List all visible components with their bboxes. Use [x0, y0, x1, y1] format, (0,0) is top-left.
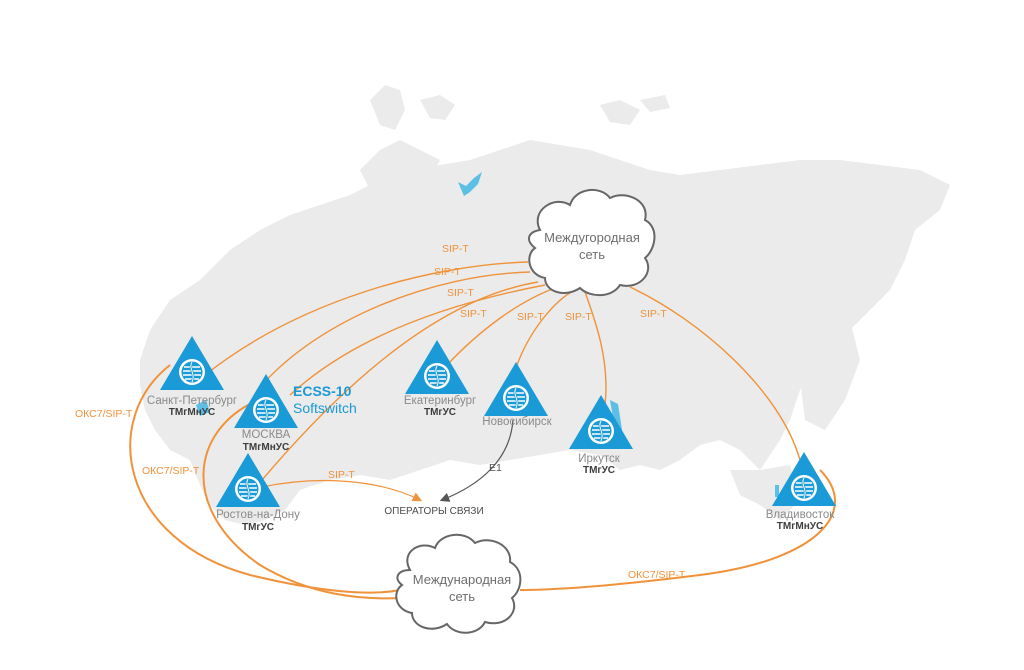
node-moscow-city: МОСКВА	[242, 429, 291, 441]
link-spb-ld	[204, 261, 529, 376]
label-ekb-ld: SIP-T	[460, 308, 487, 320]
long-distance-links	[204, 261, 801, 481]
link-rostov-operators	[261, 479, 423, 502]
link-nsk-operators	[439, 419, 514, 502]
node-spb-class: ТМгМнУС	[169, 407, 215, 418]
node-vladivostok-city: Владивосток	[766, 509, 836, 521]
node-ekb-city: Екатеринбург	[404, 395, 476, 407]
cloud-icon	[528, 189, 656, 297]
label-msk2-ld: SIP-T	[447, 287, 474, 299]
label-nsk-ld: SIP-T	[517, 311, 544, 323]
node-nsk-city: Новосибирск	[482, 416, 552, 428]
label-moscow-intl: ОКС7/SIP-T	[142, 465, 200, 477]
cloud-longdistance-line2: сеть	[579, 247, 605, 262]
cloud-longdistance-line1: Междугородная	[544, 230, 640, 245]
node-moscow-product-line2: Softswitch	[293, 400, 357, 416]
link-moscow-intl	[202, 399, 403, 600]
node-rostov-class: ТМгУС	[242, 522, 274, 533]
label-moscow-ld: SIP-T	[434, 266, 461, 278]
link-vladivostok-ld	[629, 286, 801, 461]
cloud-longdistance[interactable]: Междугородная сеть	[528, 189, 656, 297]
node-spb-city: Санкт-Петербург	[147, 395, 237, 407]
map-land	[140, 85, 950, 525]
link-rostov-ld	[261, 281, 539, 481]
international-links	[129, 364, 836, 600]
node-moscow-product-line1: ECSS-10	[293, 383, 352, 399]
node-irkutsk-city: Иркутск	[578, 453, 620, 465]
operators-label[interactable]: ОПЕРАТОРЫ СВЯЗИ	[384, 506, 483, 517]
link-msk2-ld	[289, 284, 546, 396]
node-irkutsk-class: ТМгУС	[583, 465, 615, 476]
label-irkutsk-ld: SIP-T	[565, 311, 592, 323]
link-moscow-ld	[261, 271, 531, 386]
node-rostov-city: Ростов-на-Дону	[216, 509, 300, 521]
label-vladivostok-intl: ОКС7/SIP-T	[628, 569, 686, 581]
cloud-international-line2: сеть	[449, 589, 475, 604]
protocol-labels: SIP-T SIP-T SIP-T SIP-T SIP-T SIP-T SIP-…	[75, 243, 686, 581]
label-spb-ld: SIP-T	[442, 243, 469, 255]
label-vladivostok-ld: SIP-T	[640, 308, 667, 320]
label-nsk-operators: E1	[489, 462, 502, 474]
link-ekb-ld	[446, 286, 559, 366]
cloud-international-line1: Международная	[413, 572, 511, 587]
cloud-icon	[395, 533, 522, 634]
label-rostov-operators: SIP-T	[328, 469, 355, 481]
link-spb-intl	[129, 364, 401, 594]
node-vladivostok-class: ТМгМнУС	[777, 521, 823, 532]
link-irkutsk-ld	[584, 291, 607, 406]
label-spb-intl: ОКС7/SIP-T	[75, 408, 133, 420]
node-moscow-class: ТМгМнУС	[243, 442, 289, 453]
cloud-international[interactable]: Международная сеть	[395, 533, 522, 634]
link-vladivostok-intl	[519, 469, 836, 591]
node-ekb-class: ТМгУС	[424, 407, 456, 418]
